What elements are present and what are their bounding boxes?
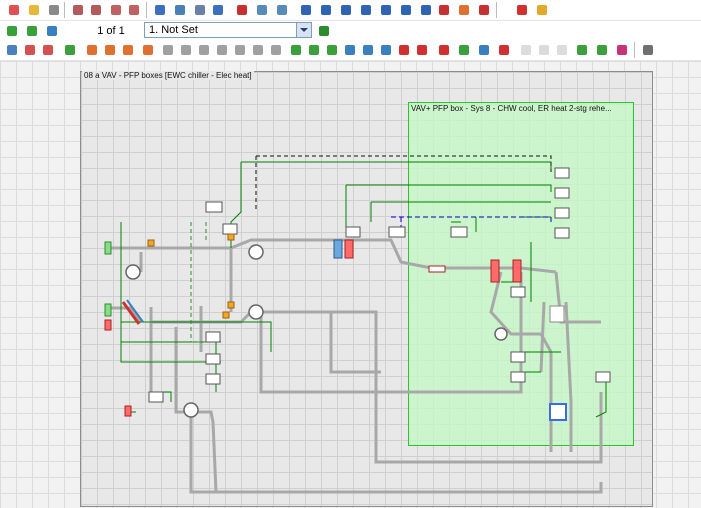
toolbar-separator xyxy=(146,2,147,18)
chevron-down-icon[interactable] xyxy=(296,23,311,37)
flag-alt-icon[interactable] xyxy=(306,42,322,58)
node-red-icon[interactable] xyxy=(396,42,412,58)
gear-icon[interactable] xyxy=(4,42,20,58)
valve-icon[interactable] xyxy=(108,2,124,18)
heater-icon[interactable] xyxy=(436,2,452,18)
cross-icon[interactable] xyxy=(268,42,284,58)
diagram-sheet[interactable]: 08 a VAV - PFP boxes [EWC chiller - Elec… xyxy=(80,71,653,507)
arrow-right-icon[interactable] xyxy=(22,42,38,58)
disabled-tool-icon xyxy=(518,42,534,58)
air-ducts xyxy=(111,238,603,494)
clipboard-icon[interactable] xyxy=(46,2,62,18)
flow-icon[interactable] xyxy=(418,2,434,18)
navigation-toolbar: 1 of 1 1. Not Set xyxy=(0,21,701,42)
unlink-icon[interactable] xyxy=(476,42,492,58)
disabled-tool-extra-icon xyxy=(554,42,570,58)
heat-exchanger-icon[interactable] xyxy=(121,299,144,325)
corner-icon[interactable] xyxy=(196,42,212,58)
meter-icon[interactable] xyxy=(398,2,414,18)
node-group-icon[interactable] xyxy=(378,42,394,58)
sensor-icon[interactable] xyxy=(234,2,250,18)
check-icon[interactable] xyxy=(574,42,590,58)
open-icon[interactable] xyxy=(26,2,42,18)
folder-open-icon[interactable] xyxy=(534,2,550,18)
node-red-alt-icon[interactable] xyxy=(414,42,430,58)
check-alt-icon[interactable] xyxy=(594,42,610,58)
slope-icon[interactable] xyxy=(62,42,78,58)
node-icon[interactable] xyxy=(324,42,340,58)
gauge-icon[interactable] xyxy=(378,2,394,18)
drawing-toolbar xyxy=(0,40,701,61)
toolbar-separator xyxy=(634,42,635,58)
diagram-title: 08 a VAV - PFP boxes [EWC chiller - Elec… xyxy=(82,71,254,80)
network-selector-value: 1. Not Set xyxy=(149,24,198,36)
valve-alt-icon[interactable] xyxy=(126,2,142,18)
control-links xyxy=(120,161,607,418)
page-indicator: 1 of 1 xyxy=(97,25,125,37)
pump-icon[interactable] xyxy=(298,2,314,18)
flag-icon[interactable] xyxy=(288,42,304,58)
dashed-signals xyxy=(255,155,552,212)
delete-link-icon[interactable] xyxy=(496,42,512,58)
fan-icons[interactable] xyxy=(125,244,508,418)
junction-icons[interactable] xyxy=(147,233,235,319)
network-settings-icon[interactable] xyxy=(44,23,60,39)
node-blue-icon[interactable] xyxy=(342,42,358,58)
connector-icon[interactable] xyxy=(84,42,100,58)
elbow-icon[interactable] xyxy=(232,42,248,58)
divider-icon[interactable] xyxy=(456,2,472,18)
inlet-icons[interactable] xyxy=(104,241,132,417)
horizontal-line-icon[interactable] xyxy=(160,42,176,58)
controllers[interactable] xyxy=(148,167,611,403)
new-icon[interactable] xyxy=(6,2,22,18)
zone-title: VAV+ PFP box - Sys 8 - CHW cool, ER heat… xyxy=(411,104,612,113)
boiler-icon[interactable] xyxy=(318,2,334,18)
fan-icon[interactable] xyxy=(172,2,188,18)
toolbar-separator xyxy=(496,2,497,18)
marker-icon[interactable] xyxy=(614,42,630,58)
plant-icon[interactable] xyxy=(476,2,492,18)
connector-alt-icon[interactable] xyxy=(102,42,118,58)
vertical-line-icon[interactable] xyxy=(178,42,194,58)
connector-merge-icon[interactable] xyxy=(140,42,156,58)
add-network-icon[interactable] xyxy=(4,23,20,39)
arrow-left-icon[interactable] xyxy=(40,42,56,58)
dashed-green-signals xyxy=(190,222,207,343)
schematic-drawing[interactable] xyxy=(81,72,652,506)
remove-network-icon[interactable] xyxy=(24,23,40,39)
toolbar-separator xyxy=(64,2,65,18)
node-link-icon[interactable] xyxy=(360,42,376,58)
duct-icon[interactable] xyxy=(152,2,168,18)
tower-icon[interactable] xyxy=(338,2,354,18)
edit-icon[interactable] xyxy=(436,42,452,58)
coil-icon[interactable] xyxy=(192,2,208,18)
component-alt-icon[interactable] xyxy=(88,2,104,18)
drawing-canvas[interactable]: 08 a VAV - PFP boxes [EWC chiller - Elec… xyxy=(0,61,701,508)
zone-icon[interactable] xyxy=(210,2,226,18)
disabled-tool-alt-icon xyxy=(536,42,552,58)
swap-icon[interactable] xyxy=(316,23,332,39)
elbow-alt-icon[interactable] xyxy=(250,42,266,58)
room-unit-icon[interactable] xyxy=(549,305,567,421)
component-icon[interactable] xyxy=(70,2,86,18)
trash-icon[interactable] xyxy=(640,42,656,58)
blue-signals xyxy=(391,216,552,232)
main-toolbar xyxy=(0,0,701,21)
coil-icons[interactable] xyxy=(333,239,522,283)
folder-icon[interactable] xyxy=(514,2,530,18)
connector-split-icon[interactable] xyxy=(120,42,136,58)
network-selector[interactable]: 1. Not Set xyxy=(144,22,312,38)
controller-icon[interactable] xyxy=(254,2,270,18)
pipe-icon[interactable] xyxy=(274,2,290,18)
corner-alt-icon[interactable] xyxy=(214,42,230,58)
chiller-icon[interactable] xyxy=(358,2,374,18)
link-icon[interactable] xyxy=(456,42,472,58)
